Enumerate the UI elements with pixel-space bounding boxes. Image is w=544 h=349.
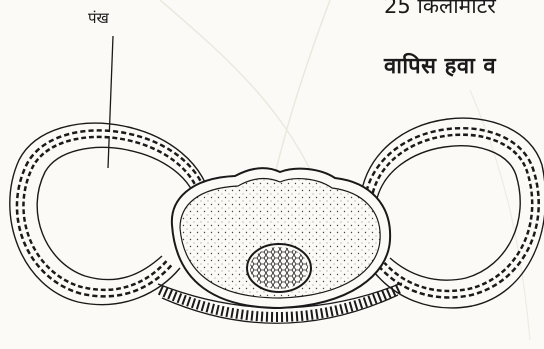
nucleus: [247, 244, 311, 292]
right-wing: [360, 118, 544, 308]
